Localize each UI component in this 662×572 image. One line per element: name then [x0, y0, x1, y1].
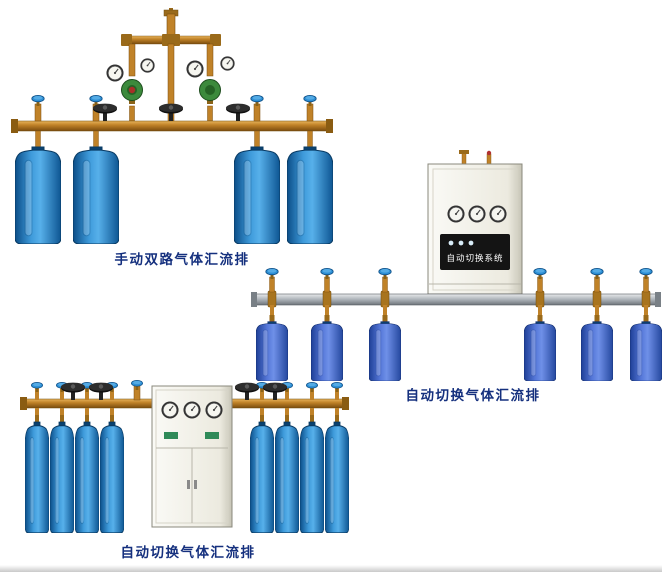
product-figure-auto-switch: 自动切换系统 — [250, 150, 662, 385]
product-figure-manual-dual — [10, 8, 335, 248]
manifold-pipe — [251, 292, 661, 307]
cylinder-valve-cap — [250, 95, 264, 106]
gas-cylinder — [581, 321, 613, 381]
gas-cylinder — [100, 421, 124, 533]
valve-handwheel — [263, 382, 287, 400]
control-cabinet: 自动切换系统 — [427, 163, 523, 295]
cylinder-valve-cap — [590, 268, 604, 279]
product-caption: 自动切换气体汇流排 — [405, 388, 541, 403]
product-figure-auto-switch-cabinet — [15, 380, 350, 540]
cabinet-label: 自动切换系统 — [446, 253, 503, 263]
cylinder-valve-cap — [378, 268, 392, 279]
pressure-regulator — [199, 79, 221, 122]
gas-cylinder — [25, 421, 49, 533]
auto-switch-manifold-illustration: 自动切换系统 — [251, 150, 662, 381]
manual-dual-manifold-illustration — [11, 8, 333, 244]
gas-cylinder — [73, 146, 119, 244]
pressure-gauge — [140, 58, 155, 73]
gas-cylinder — [250, 421, 274, 533]
gas-cylinder — [15, 146, 61, 244]
pressure-gauge — [447, 205, 465, 223]
pressure-gauge — [205, 401, 223, 419]
door-handle — [194, 480, 197, 489]
pressure-gauge — [186, 60, 204, 78]
pressure-gauge — [220, 56, 235, 71]
product-caption: 自动切换气体汇流排 — [120, 545, 256, 560]
gas-cylinder — [256, 321, 288, 381]
cylinder-valve-cap — [130, 380, 144, 390]
cylinder-valve-cap — [639, 268, 653, 279]
gas-cylinder — [300, 421, 324, 533]
cylinder-connections — [265, 268, 653, 322]
page-bottom-edge — [0, 565, 662, 572]
gas-cylinder — [369, 321, 401, 381]
cabinet-green-tag — [205, 432, 219, 439]
valve-handwheel — [235, 382, 259, 400]
cylinder-valve-cap — [31, 95, 45, 106]
valve-handwheel — [61, 382, 85, 400]
pressure-gauge — [106, 64, 124, 82]
cylinder-valve-cap — [533, 268, 547, 279]
cylinder-valve-cap — [320, 268, 334, 279]
cylinder-valve-cap — [303, 95, 317, 106]
door-handle — [187, 480, 190, 489]
auto-switch-cabinet-manifold-illustration — [20, 380, 349, 533]
gas-cylinder — [275, 421, 299, 533]
gas-cylinder — [50, 421, 74, 533]
pressure-gauge — [161, 401, 179, 419]
gas-cylinder — [311, 321, 343, 381]
header-pipe-assembly — [121, 8, 221, 122]
cylinder-connections — [31, 95, 317, 148]
cabinet-green-tag — [164, 432, 178, 439]
gas-cylinder — [524, 321, 556, 381]
valve-handwheel — [159, 103, 183, 121]
cabinet-riser-pipe — [130, 380, 144, 401]
indicator-lights — [448, 240, 474, 246]
pressure-gauge — [489, 205, 507, 223]
cylinder-connections — [30, 382, 344, 422]
gas-cylinder — [75, 421, 99, 533]
cabinet-display-panel — [440, 234, 510, 270]
control-cabinet — [151, 385, 233, 528]
gas-cylinder — [325, 421, 349, 533]
cabinet-top-fittings — [459, 150, 492, 165]
manifold-pipe — [11, 119, 333, 133]
gas-cylinder — [630, 321, 662, 381]
valve-handwheel — [226, 103, 250, 121]
pressure-regulator — [121, 79, 143, 122]
product-caption: 手动双路气体汇流排 — [114, 252, 250, 267]
valve-handwheel — [89, 382, 113, 400]
pressure-gauge — [468, 205, 486, 223]
pressure-gauge — [183, 401, 201, 419]
cylinder-valve-cap — [265, 268, 279, 279]
